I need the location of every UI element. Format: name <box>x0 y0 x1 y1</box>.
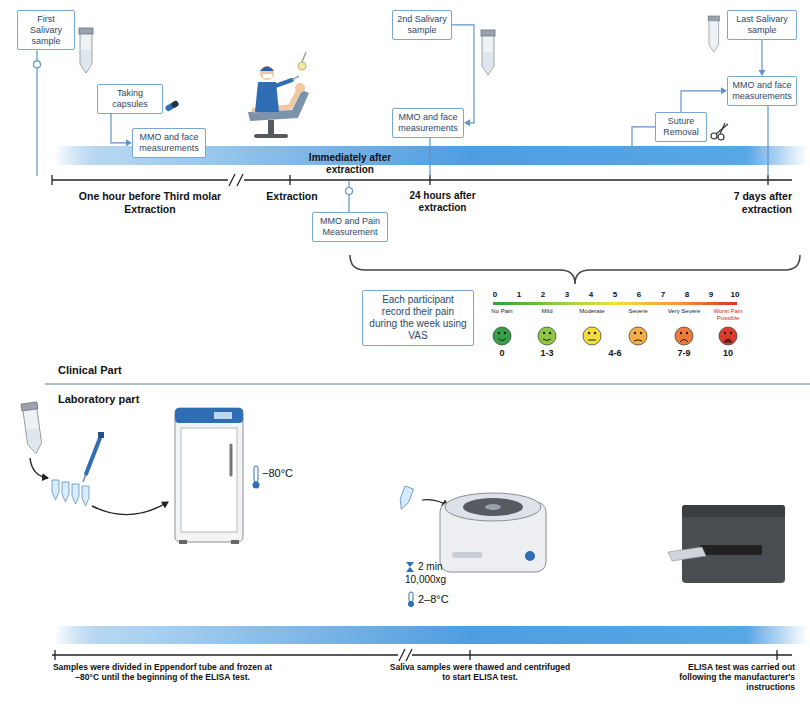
face-mouths <box>498 338 732 342</box>
capsule-icon <box>164 100 179 112</box>
leader-line <box>767 106 768 176</box>
pain-range: 1-3 <box>533 348 561 359</box>
saliva-tube <box>481 30 495 75</box>
connector-line <box>111 114 126 143</box>
note-box: Each participant record their pain durin… <box>362 290 474 346</box>
temperature-label: −80°C <box>262 467 312 480</box>
connector-line <box>681 91 721 112</box>
centrifuge-icon <box>440 493 546 572</box>
pain-level: Severe <box>616 308 660 315</box>
thermometer-icon <box>253 466 260 489</box>
pain-faces <box>493 327 737 345</box>
scale-number: 7 <box>657 290 669 300</box>
scissors-icon <box>711 123 728 140</box>
scale-number: 0 <box>489 290 501 300</box>
connector-arrow <box>111 114 132 147</box>
scale-number: 8 <box>681 290 693 300</box>
step-description: Samples were divided in Eppendorf tube a… <box>45 662 280 682</box>
leader-line <box>429 138 430 176</box>
pain-range: 10 <box>714 348 742 359</box>
pain-level: No Pain <box>480 308 524 315</box>
scale-number: 4 <box>585 290 597 300</box>
pipette-icon <box>83 432 104 482</box>
step-box: Taking capsules <box>97 84 163 114</box>
measure-box: MMO and face measurements <box>132 128 206 158</box>
time-label: Extraction <box>262 190 322 203</box>
sample-box: 2nd Salivary sample <box>392 10 452 40</box>
box-text: Each participant record their pain durin… <box>367 294 469 342</box>
leader-line <box>36 50 37 176</box>
section-title: Clinical Part <box>58 364 208 377</box>
scale-number: 1 <box>513 290 525 300</box>
sample-box: Last Salivary sample <box>727 10 797 40</box>
box-text: MMO and face measurements <box>397 112 459 134</box>
box-text: Suture Removal <box>660 116 702 138</box>
box-text: MMO and face measurements <box>137 132 201 154</box>
time-label: 7 days after extraction <box>695 190 792 215</box>
saliva-tube <box>21 402 44 455</box>
scale-number: 5 <box>609 290 621 300</box>
scale-number: 6 <box>633 290 645 300</box>
scale-number: 3 <box>561 290 573 300</box>
leader-line <box>348 180 349 212</box>
flow-arrow <box>92 502 168 515</box>
section-title: Laboratory part <box>58 393 208 406</box>
measure-box: MMO and face measurements <box>392 108 464 138</box>
vas-bar <box>493 302 737 305</box>
force-label: 10,000xg <box>405 574 465 586</box>
saliva-tube <box>708 16 719 52</box>
measure-box: MMO and Pain Measurement <box>312 212 388 242</box>
connector-arrow <box>759 40 766 76</box>
thermometer-icon <box>408 592 414 607</box>
box-text: Last Salivary sample <box>732 14 792 36</box>
step-box: Suture Removal <box>655 112 707 142</box>
leader-dot <box>34 61 41 68</box>
arrow-head <box>464 119 470 126</box>
scale-number: 2 <box>537 290 549 300</box>
scale-number: 9 <box>705 290 717 300</box>
connector-arrow <box>681 87 727 112</box>
time-band <box>55 626 807 644</box>
flow-arrow <box>30 458 48 478</box>
box-text: 2nd Salivary sample <box>397 14 447 36</box>
connector-line <box>761 40 762 70</box>
temperature-label: 2–8°C <box>418 593 468 606</box>
time-label: 24 hours after extraction <box>395 190 490 214</box>
pain-range: 0 <box>488 348 516 359</box>
pain-level: Mild <box>525 308 569 315</box>
eppendorf-tubes <box>52 480 89 506</box>
box-text: MMO and Pain Measurement <box>317 216 383 238</box>
pain-level: Worst Pain Possible <box>706 308 750 322</box>
box-text: MMO and face measurements <box>732 80 792 102</box>
plate-reader-icon <box>668 505 785 583</box>
step-description: ELISA test was carried out following the… <box>655 662 795 693</box>
saliva-tube <box>79 28 93 73</box>
pain-range: 4-6 <box>601 348 629 359</box>
time-label: One hour before Third molar Extraction <box>65 190 235 215</box>
box-text: First Salivary sample <box>22 14 70 46</box>
freezer-icon <box>175 408 243 544</box>
box-text: Taking capsules <box>102 88 158 110</box>
duration-label: 2 min <box>418 561 468 573</box>
face-eyes <box>498 332 732 334</box>
leader-dot <box>346 188 353 195</box>
pain-level: Moderate <box>570 308 614 315</box>
leader-line <box>632 127 655 146</box>
sample-box: First Salivary sample <box>17 10 75 50</box>
step-description: Saliva samples were thawed and centrifug… <box>385 662 575 682</box>
eppendorf-tube <box>397 486 413 511</box>
hourglass-icon <box>406 562 414 572</box>
measure-box: MMO and face measurements <box>727 76 797 106</box>
section-divider <box>45 384 810 385</box>
pain-range: 7-9 <box>670 348 698 359</box>
scale-number: 10 <box>729 290 741 300</box>
pain-level: Very Severe <box>662 308 706 315</box>
bracket <box>350 255 800 284</box>
time-axis <box>52 174 792 186</box>
dentist-illustration <box>248 52 309 138</box>
time-label: Immediately after extraction <box>300 152 400 176</box>
time-axis <box>52 649 792 661</box>
